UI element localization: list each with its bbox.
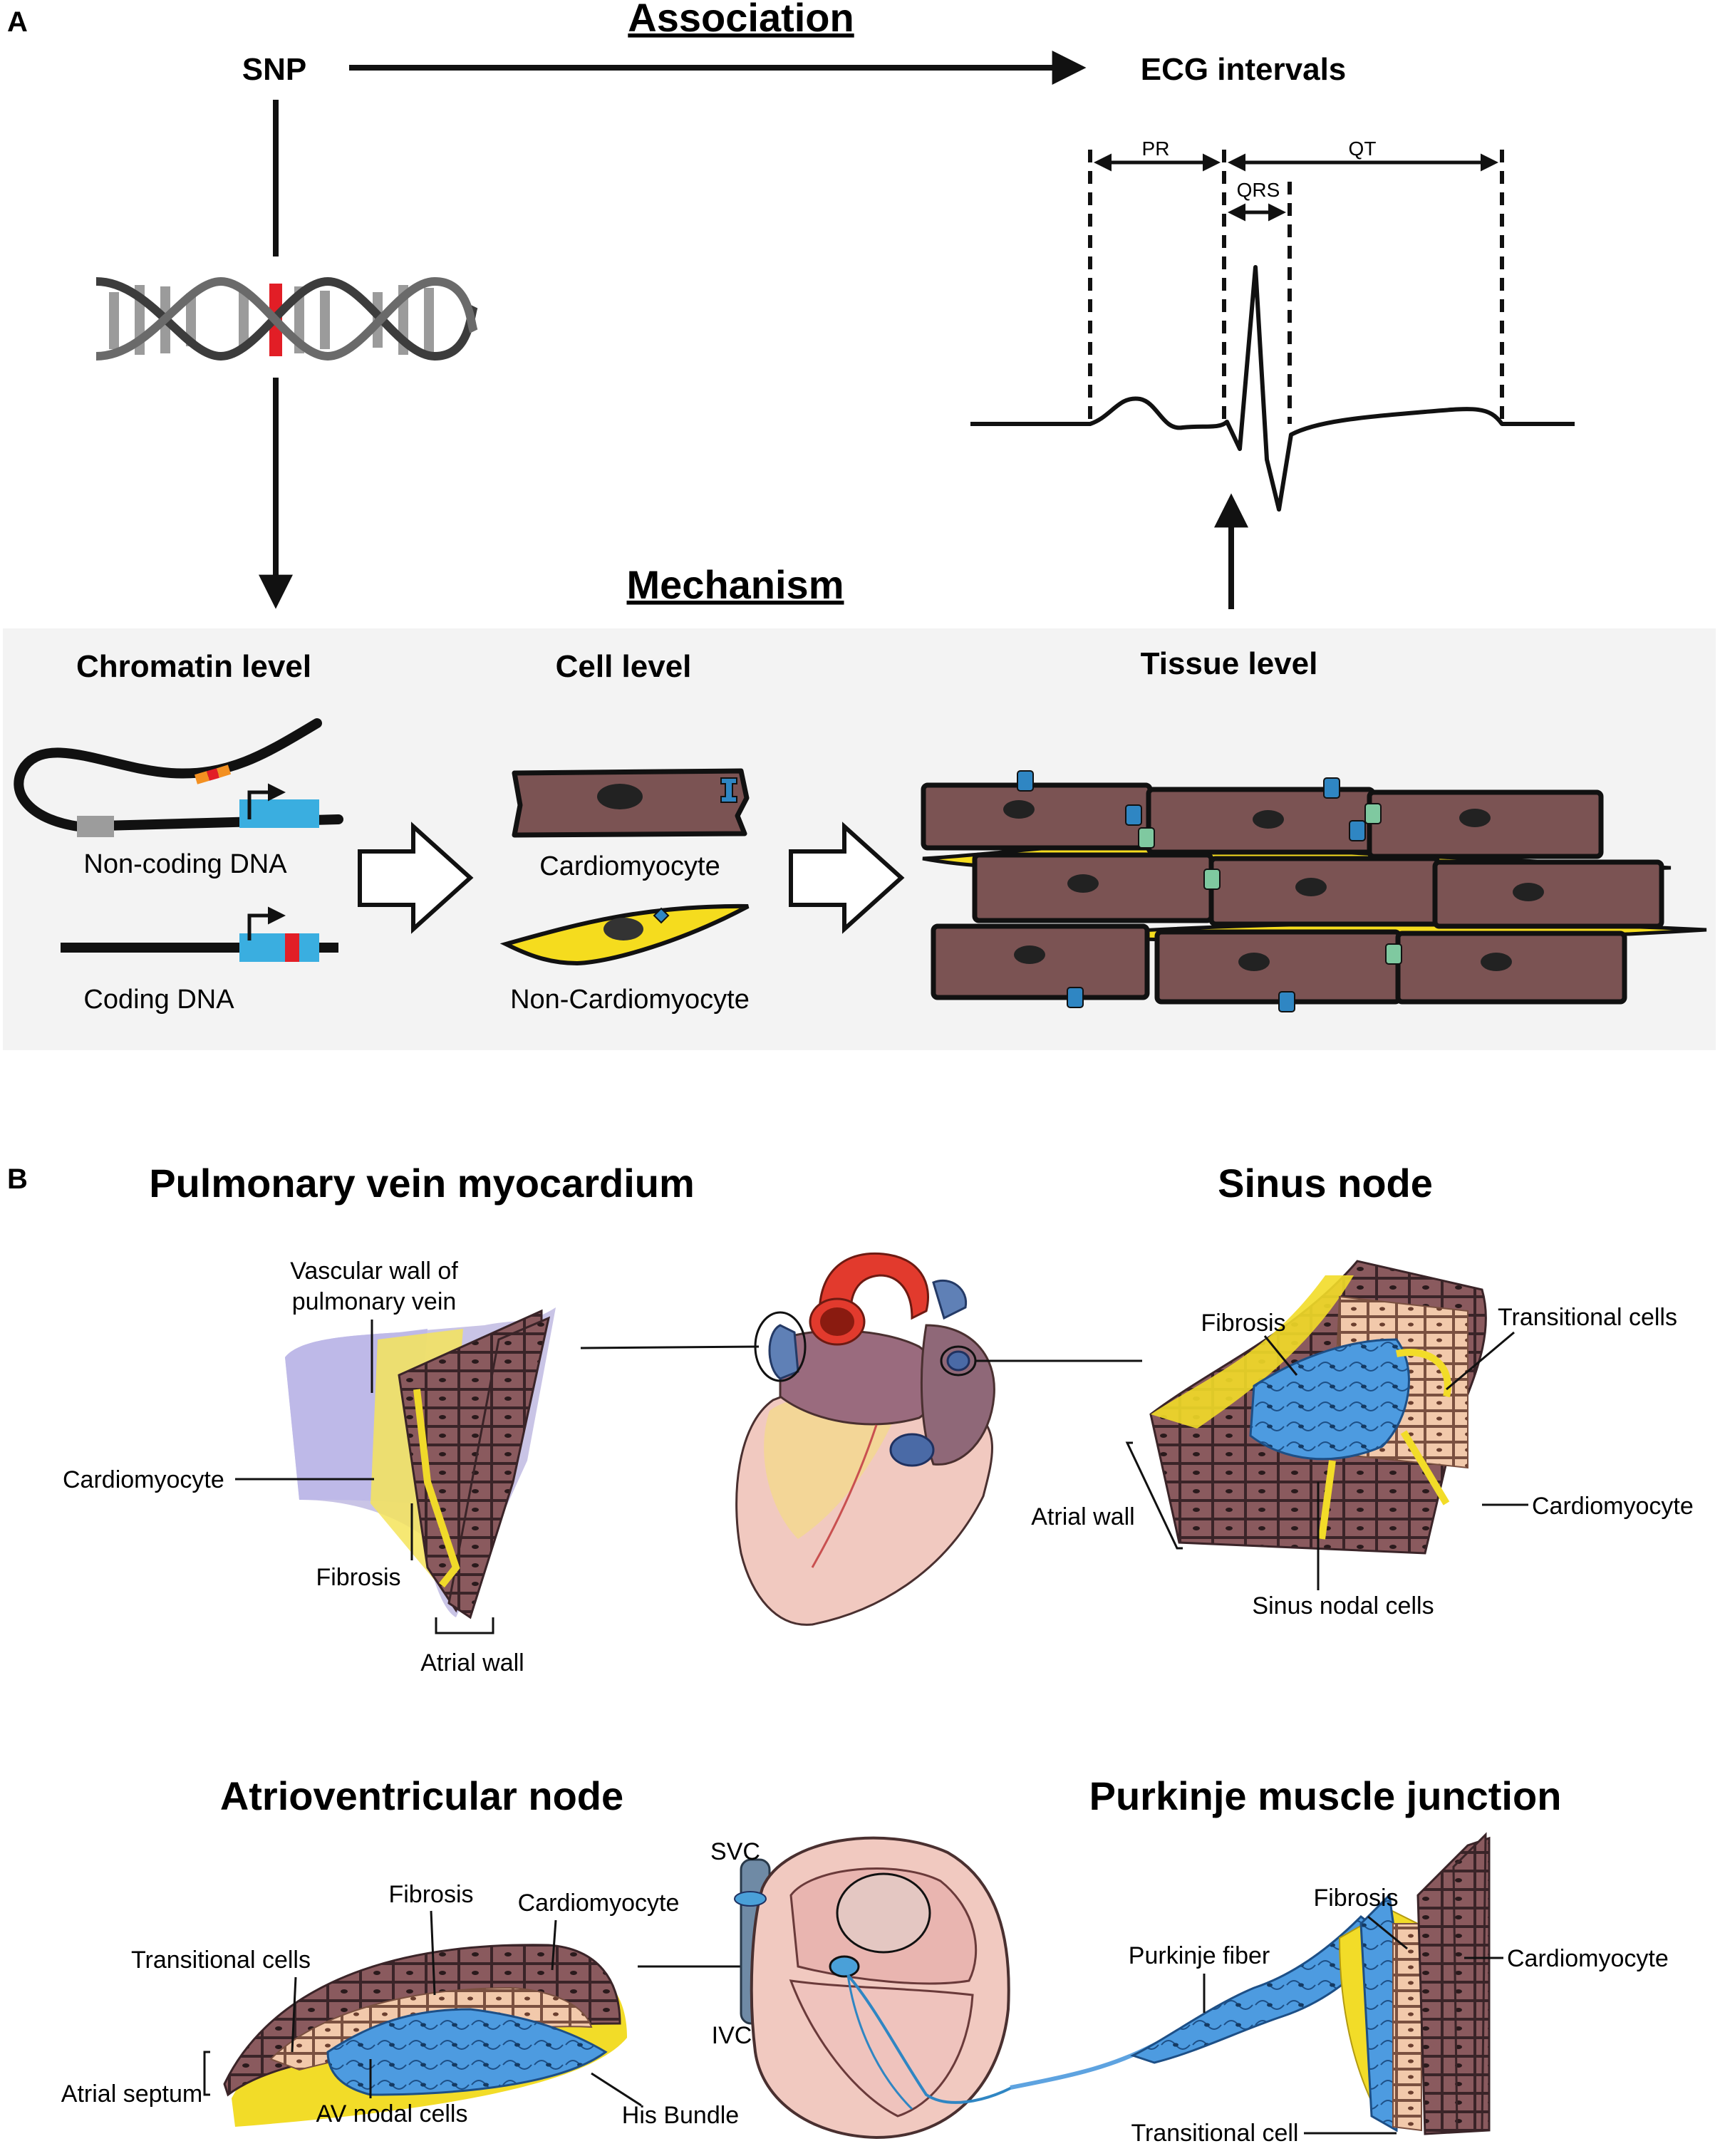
cardiomyocyte-cell — [512, 768, 750, 838]
his-bundle-label: His Bundle — [622, 2102, 739, 2129]
heart-section — [734, 1836, 1012, 2140]
coding-dna-label: Coding DNA — [83, 985, 234, 1015]
ecg-qt-label: QT — [1349, 138, 1377, 160]
av-cardiomyocyte-label: Cardiomyocyte — [518, 1890, 680, 1917]
tissue-level-title: Tissue level — [1141, 646, 1318, 681]
sinus-fibrosis-label: Fibrosis — [1201, 1310, 1285, 1337]
mechanism-title: Mechanism — [627, 562, 844, 607]
sinus-atrial-wall-label: Atrial wall — [1031, 1503, 1134, 1530]
tissue-diagram — [921, 770, 1707, 1012]
snp-label: SNP — [242, 52, 306, 87]
panel-b: B Pulmonary vein myocardium Vascular wal… — [7, 1161, 1694, 2147]
purkinje-illustration — [1010, 1832, 1491, 2135]
av-nodal-label: AV nodal cells — [316, 2100, 468, 2128]
sinus-transitional-label: Transitional cells — [1498, 1304, 1677, 1331]
pv-connector — [580, 1345, 760, 1349]
ecg-trace: PR QT QRS — [970, 138, 1575, 512]
purkinje-transitional-label: Transitional cell — [1131, 2120, 1299, 2147]
cardiomyocyte-label: Cardiomyocyte — [539, 851, 720, 881]
non-cardiomyocyte-label: Non-Cardiomyocyte — [510, 985, 750, 1015]
panel-a-letter: A — [7, 6, 28, 38]
av-illustration — [223, 1944, 627, 2127]
ecg-qrs-label: QRS — [1237, 179, 1280, 201]
av-fibrosis-label: Fibrosis — [388, 1881, 473, 1908]
panel-b-letter: B — [7, 1163, 28, 1195]
pv-fibrosis-label: Fibrosis — [316, 1564, 400, 1591]
association-title: Association — [628, 0, 854, 40]
heart-exterior — [735, 1252, 995, 1626]
ecg-intervals-label: ECG intervals — [1141, 52, 1347, 87]
av-transitional-label: Transitional cells — [131, 1947, 311, 1974]
sinus-cardiomyocyte-label: Cardiomyocyte — [1532, 1493, 1694, 1520]
sinus-illustration — [1149, 1260, 1487, 1555]
hollow-arrow-1 — [358, 822, 474, 934]
purkinje-fiber-label: Purkinje fiber — [1129, 1942, 1270, 1969]
chromatin-level-title: Chromatin level — [76, 649, 311, 684]
pv-vascular-wall-2: pulmonary vein — [292, 1288, 457, 1315]
av-title: Atrioventricular node — [220, 1773, 623, 1818]
pulmonary-illustration — [285, 1307, 556, 1619]
non-coding-dna-label: Non-coding DNA — [83, 849, 287, 879]
hollow-arrow-2 — [789, 822, 905, 934]
pv-vascular-wall-1: Vascular wall of — [290, 1258, 458, 1285]
purkinje-fibrosis-label: Fibrosis — [1313, 1885, 1398, 1912]
chromatin-diagram: Non-coding DNA Coding DNA — [14, 718, 343, 1015]
pv-cardiomyocyte-label: Cardiomyocyte — [63, 1466, 224, 1493]
non-cardiomyocyte-cell — [499, 903, 750, 966]
panel-a: A Association SNP ECG intervals — [3, 0, 1716, 1050]
pulmonary-title: Pulmonary vein myocardium — [149, 1161, 695, 1206]
sinus-title: Sinus node — [1218, 1161, 1433, 1206]
svc-label: SVC — [710, 1838, 760, 1865]
purkinje-title: Purkinje muscle junction — [1089, 1773, 1562, 1818]
cell-level-title: Cell level — [556, 649, 692, 684]
purkinje-cardiomyocyte-label: Cardiomyocyte — [1507, 1945, 1669, 1972]
pv-atrial-wall-label: Atrial wall — [420, 1649, 524, 1676]
ecg-pr-label: PR — [1142, 138, 1170, 160]
av-septum-label: Atrial septum — [61, 2080, 202, 2108]
sinus-nodal-label: Sinus nodal cells — [1252, 1592, 1434, 1619]
ivc-label: IVC — [712, 2022, 752, 2049]
dna-helix — [95, 276, 478, 361]
